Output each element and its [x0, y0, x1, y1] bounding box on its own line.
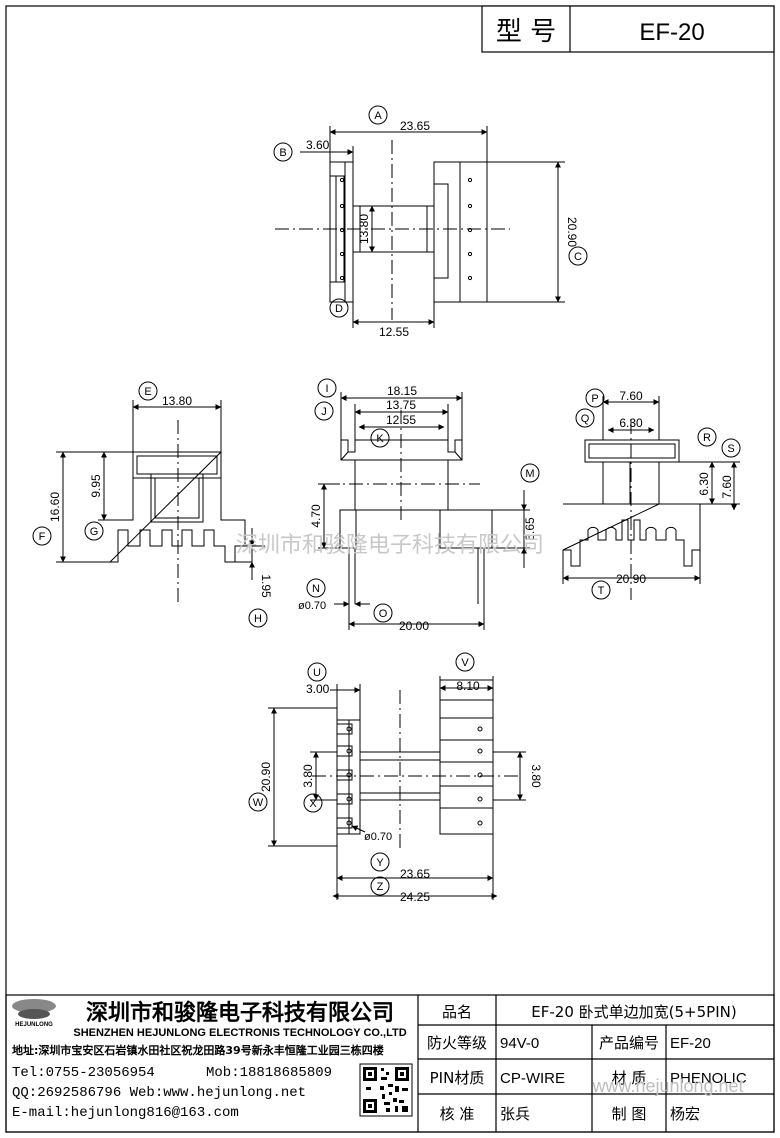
callout-k: K	[376, 433, 384, 445]
spec-name-label: 品名	[442, 1003, 472, 1021]
dim-r: 6.30	[697, 472, 711, 496]
dim-z: 24.25	[400, 890, 430, 904]
spec-pin-label: PIN材质	[430, 1069, 485, 1087]
dim-a: 23.65	[400, 119, 430, 133]
sheet-border	[5, 5, 775, 1133]
spec-draw-label: 制 图	[612, 1105, 647, 1123]
watermark-url: www.hejunlong.net	[591, 1076, 743, 1096]
callout-x: X	[309, 798, 317, 810]
company-address: 地址:深圳市宝安区石岩镇水田社区祝龙田路39号新永丰恒隆工业园三栋四楼	[12, 1043, 384, 1057]
callout-s: S	[727, 443, 734, 455]
callout-a: A	[374, 110, 382, 122]
callout-e: E	[144, 386, 151, 398]
spec-code-value: EF-20	[670, 1035, 711, 1052]
dim-k: 12.55	[386, 413, 416, 427]
dim-w: 20.90	[259, 762, 273, 792]
side-view	[56, 400, 265, 605]
qr-code-icon	[359, 1063, 413, 1117]
spec-fire-value: 94V-0	[500, 1035, 539, 1052]
end-view-labels: P 7.60 Q 6.30 R S 6.30 7.60 T 20.90	[575, 388, 741, 600]
company-email: E-mail:hejunlong816@163.com	[12, 1105, 239, 1121]
top-view	[275, 126, 565, 328]
callout-g: G	[90, 526, 99, 538]
callout-v: V	[461, 657, 469, 669]
callout-f: F	[39, 531, 46, 543]
callout-c: C	[574, 251, 582, 263]
title-block	[5, 994, 775, 1133]
dim-q: 6.30	[619, 416, 643, 430]
end-view	[562, 396, 740, 600]
spec-material-value: PHENOLIC	[670, 1070, 747, 1087]
dim-v: 8.10	[456, 679, 480, 693]
dim-left-height: 4.70	[309, 504, 323, 528]
dim-u: 3.00	[306, 682, 330, 696]
model-label: 型 号	[496, 17, 556, 47]
callout-n: N	[312, 583, 320, 595]
watermark: 深圳市和骏隆电子科技有限公司	[236, 533, 544, 558]
logo-text: HEJUNLONG	[15, 1022, 53, 1028]
dim-x-right: 3.80	[529, 764, 543, 788]
callout-q: Q	[581, 413, 590, 425]
dim-inner: 13.80	[357, 214, 371, 244]
dim-pin: ø0.70	[364, 831, 392, 843]
company-name-cn: 深圳市和骏隆电子科技有限公司	[86, 1000, 394, 1026]
dim-t: 20.90	[616, 572, 646, 586]
spec-draw-value: 杨宏	[670, 1105, 700, 1123]
model-value: EF-20	[639, 19, 704, 46]
callout-t: T	[598, 585, 605, 597]
company-mob: Mob:18818685809	[206, 1065, 332, 1081]
callout-b: B	[279, 147, 286, 159]
front-view	[318, 392, 530, 630]
bottom-view-labels: U 3.00 V 8.10 W 20.90 X 3.80 3.80 ø0.70 …	[248, 652, 543, 904]
callout-w: W	[253, 797, 264, 809]
spec-fire-label: 防火等级	[427, 1034, 487, 1052]
dim-j: 13.75	[386, 398, 416, 412]
front-view-labels: I 18.15 J 13.75 K 12.55 M 6.65 4.70 N ø0…	[298, 378, 540, 633]
callout-u: U	[313, 667, 321, 679]
dim-i: 18.15	[387, 384, 417, 398]
dim-c: 20.90	[565, 217, 579, 247]
callout-r: R	[703, 432, 711, 444]
callout-z: Z	[377, 881, 384, 893]
spec-check-value: 张兵	[500, 1105, 530, 1123]
dim-o: 20.00	[399, 619, 429, 633]
spec-name-value: EF-20 卧式单边加宽(5+5PIN)	[531, 1003, 736, 1021]
model-header: 型 号 EF-20	[481, 5, 775, 53]
top-view-labels: A 23.65 B 3.60 C 20.90 13.80 D 12.55	[273, 105, 588, 339]
dim-n: ø0.70	[298, 600, 326, 612]
spec-check-label: 核 准	[440, 1105, 475, 1123]
dim-b: 3.60	[306, 138, 330, 152]
dim-f: 16.60	[48, 492, 62, 522]
spec-material-label: 材 质	[612, 1069, 647, 1087]
dim-g: 9.95	[89, 474, 103, 498]
callout-j: J	[321, 406, 327, 418]
spec-table: 品名 EF-20 卧式单边加宽(5+5PIN) 防火等级 94V-0 产品编号 …	[427, 1003, 747, 1123]
spec-pin-value: CP-WIRE	[500, 1070, 565, 1087]
callout-o: O	[379, 608, 388, 620]
callout-h: H	[254, 613, 262, 625]
dim-y: 23.65	[400, 867, 430, 881]
dim-s: 7.60	[720, 475, 734, 499]
dim-h: 1.95	[259, 574, 273, 598]
bottom-view	[268, 676, 526, 900]
dim-p: 7.60	[619, 389, 643, 403]
callout-m: M	[525, 468, 534, 480]
company-logo-icon: HEJUNLONG	[12, 999, 56, 1028]
side-view-labels: E 13.80 F 16.60 G 9.95 1.95 H	[32, 381, 273, 628]
company-qq-web: QQ:2692586796 Web:www.hejunlong.net	[12, 1085, 306, 1101]
callout-p: P	[591, 393, 598, 405]
callout-y: Y	[376, 857, 384, 869]
callout-i: I	[325, 383, 328, 395]
dim-m: 6.65	[523, 517, 537, 541]
callout-d: D	[335, 303, 343, 315]
spec-code-label: 产品编号	[599, 1034, 659, 1052]
company-name-en: SHENZHEN HEJUNLONG ELECTRONIS TECHNOLOGY…	[73, 1027, 406, 1039]
company-tel: Tel:0755-23056954	[12, 1065, 155, 1081]
dim-x: 3.80	[301, 764, 315, 788]
company-block: HEJUNLONG 深圳市和骏隆电子科技有限公司 SHENZHEN HEJUNL…	[12, 999, 413, 1121]
dim-d: 12.55	[379, 325, 409, 339]
dim-e: 13.80	[162, 394, 192, 408]
